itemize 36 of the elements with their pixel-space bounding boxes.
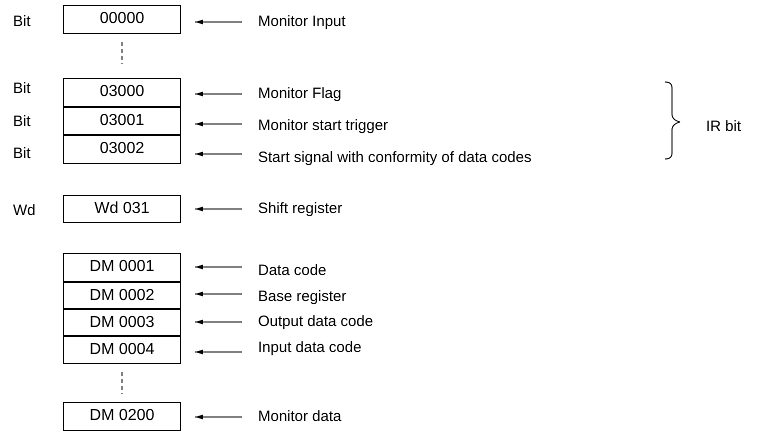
register-box: Wd 031 xyxy=(63,195,181,223)
arrow xyxy=(194,320,242,324)
arrow xyxy=(194,292,242,296)
arrow xyxy=(194,414,242,420)
register-description: Start signal with conformity of data codes xyxy=(258,149,532,167)
register-box: 03000 xyxy=(63,78,181,107)
register-box: 03002 xyxy=(63,135,181,164)
register-description: Output data code xyxy=(258,313,374,331)
address-type-label: Wd xyxy=(13,202,36,220)
arrow xyxy=(194,152,242,156)
arrow xyxy=(194,264,242,270)
arrow xyxy=(194,92,242,96)
register-description: Monitor data xyxy=(258,408,342,426)
register-description: Input data code xyxy=(258,339,362,357)
register-box: 00000 xyxy=(63,5,181,34)
register-box: DM 0001 xyxy=(63,253,181,282)
address-type-label: Bit xyxy=(13,13,31,31)
register-box: DM 0004 xyxy=(63,336,181,364)
register-description: Monitor Flag xyxy=(258,85,342,103)
register-description: Monitor start trigger xyxy=(258,117,388,135)
register-description: Data code xyxy=(258,262,326,280)
register-description: Shift register xyxy=(258,200,342,218)
group-label: IR bit xyxy=(706,118,742,136)
arrow xyxy=(194,206,242,212)
register-box: DM 0200 xyxy=(63,402,181,431)
arrow xyxy=(194,122,242,126)
arrow xyxy=(194,20,242,24)
address-type-label: Bit xyxy=(13,113,31,131)
register-box: 03001 xyxy=(63,107,181,135)
register-box: DM 0002 xyxy=(63,282,181,309)
register-description: Monitor Input xyxy=(258,13,346,31)
address-type-label: Bit xyxy=(13,80,31,98)
address-type-label: Bit xyxy=(13,145,31,163)
arrow xyxy=(194,350,242,354)
register-description: Base register xyxy=(258,288,346,306)
register-box: DM 0003 xyxy=(63,309,181,336)
